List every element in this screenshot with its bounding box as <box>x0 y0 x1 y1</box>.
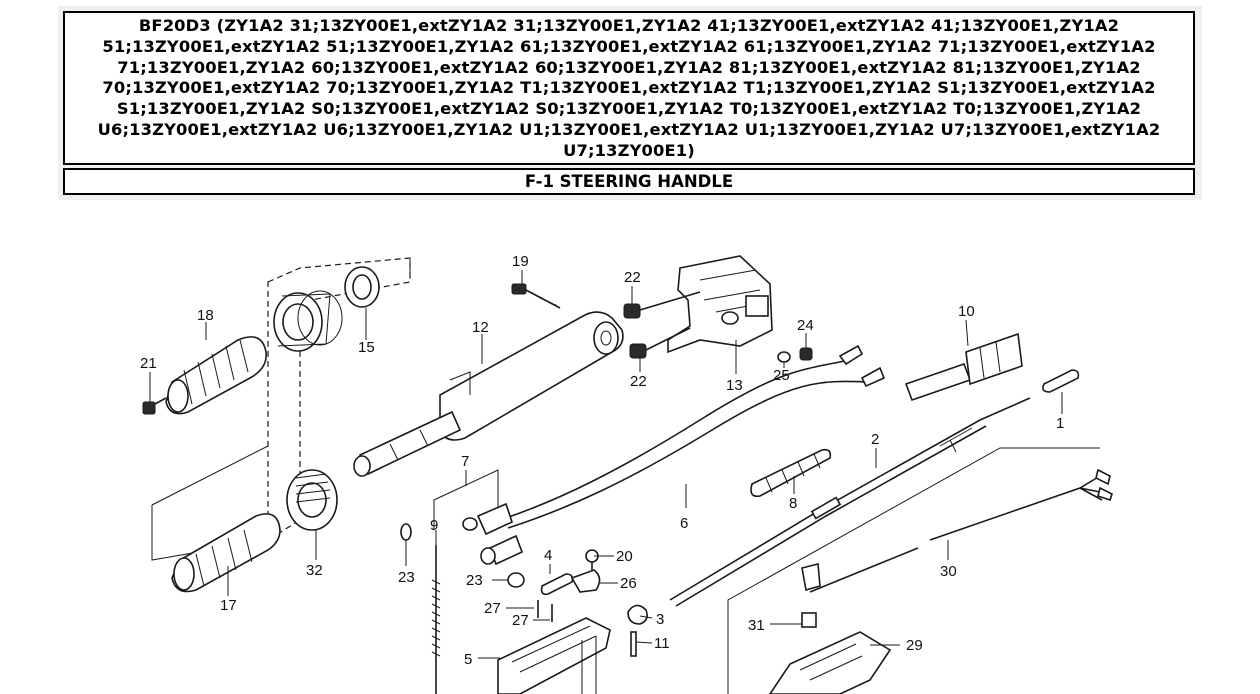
callout-8: 8 <box>789 495 797 512</box>
part-7-bracket-outline <box>433 469 499 530</box>
callout-4: 4 <box>544 547 552 564</box>
part-10-stop-switch <box>904 332 1023 402</box>
exploded-parts-diagram: 1 2 3 4 5 6 7 8 9 10 11 12 13 15 17 18 1… <box>140 253 1113 694</box>
part-3-cap <box>627 604 648 625</box>
callout-21: 21 <box>140 355 157 372</box>
part-23-washer-left <box>400 523 412 541</box>
callout-10: 10 <box>958 303 975 320</box>
model-applicability-text: BF20D3 (ZY1A2 31;13ZY00E1,extZY1A2 31;13… <box>63 11 1195 165</box>
part-20-screw <box>585 549 599 570</box>
callout-17: 17 <box>220 597 237 614</box>
part-8-grip-tube <box>750 448 832 498</box>
callout-24: 24 <box>797 317 814 334</box>
callout-7: 7 <box>461 453 469 470</box>
part-23-washer <box>507 572 525 588</box>
part-1-clip <box>1042 369 1080 393</box>
part-13-bracket <box>667 255 773 354</box>
part-2-throttle-cable <box>669 397 1031 607</box>
rod-knob <box>801 562 821 592</box>
callout-31: 31 <box>748 617 765 634</box>
part-21-bolt <box>142 397 167 415</box>
part-31-connector <box>801 612 817 628</box>
parts-header: BF20D3 (ZY1A2 31;13ZY00E1,extZY1A2 31;13… <box>58 6 1202 200</box>
lower-right-box-outline <box>727 447 1100 694</box>
callout-11: 11 <box>654 635 670 652</box>
callout-32: 32 <box>306 562 323 579</box>
part-24-nut <box>799 347 813 361</box>
callout-30: 30 <box>940 563 957 580</box>
section-title: F-1 STEERING HANDLE <box>63 168 1195 195</box>
callout-12: 12 <box>472 319 489 336</box>
callout-9: 9 <box>430 517 438 534</box>
callout-19: 19 <box>512 253 529 270</box>
callout-23: 23 <box>466 572 483 589</box>
part-22-bolt-lower <box>629 327 691 359</box>
callout-2: 2 <box>871 431 879 448</box>
callout-23-left: 23 <box>398 569 415 586</box>
part-11-pin <box>630 631 637 657</box>
part-26-clamp <box>570 569 601 593</box>
part-25-washer <box>777 351 791 363</box>
choke-rod <box>809 547 919 593</box>
callout-5: 5 <box>464 651 472 668</box>
callout-13: 13 <box>726 377 743 394</box>
callout-3: 3 <box>656 611 664 628</box>
callout-27-b: 27 <box>512 612 529 629</box>
callout-18: 18 <box>197 307 214 324</box>
callout-22-lower: 22 <box>630 373 647 390</box>
part-7-bracket-group <box>433 469 524 566</box>
callout-25: 25 <box>773 367 790 384</box>
part-30-wire-harness <box>929 468 1113 541</box>
part-32-bushing <box>286 469 338 531</box>
part-9-spring <box>431 545 441 694</box>
callout-26: 26 <box>620 575 637 592</box>
part-bushing-cage-upper <box>273 290 343 352</box>
part-5-case <box>497 617 611 694</box>
callout-27-a: 27 <box>484 600 501 617</box>
part-12-steering-arm <box>353 311 624 477</box>
part-29-base <box>769 631 892 694</box>
part-17-grip <box>171 513 281 593</box>
leader-lines <box>149 270 1063 659</box>
callout-29: 29 <box>906 637 923 654</box>
part-19-bolt <box>511 283 561 309</box>
callout-15: 15 <box>358 339 375 356</box>
part-6-stop-switch-cable <box>499 344 886 529</box>
part-18-throttle-grip <box>165 336 267 415</box>
callout-6: 6 <box>680 515 688 532</box>
callout-20: 20 <box>616 548 633 565</box>
callout-1: 1 <box>1056 415 1064 432</box>
part-4-plate <box>540 573 574 596</box>
callout-22-upper: 22 <box>624 269 641 286</box>
callout-labels: 1 2 3 4 5 6 7 8 9 10 11 12 13 15 17 18 1… <box>140 253 1064 668</box>
grip-assembly-group <box>142 257 411 593</box>
